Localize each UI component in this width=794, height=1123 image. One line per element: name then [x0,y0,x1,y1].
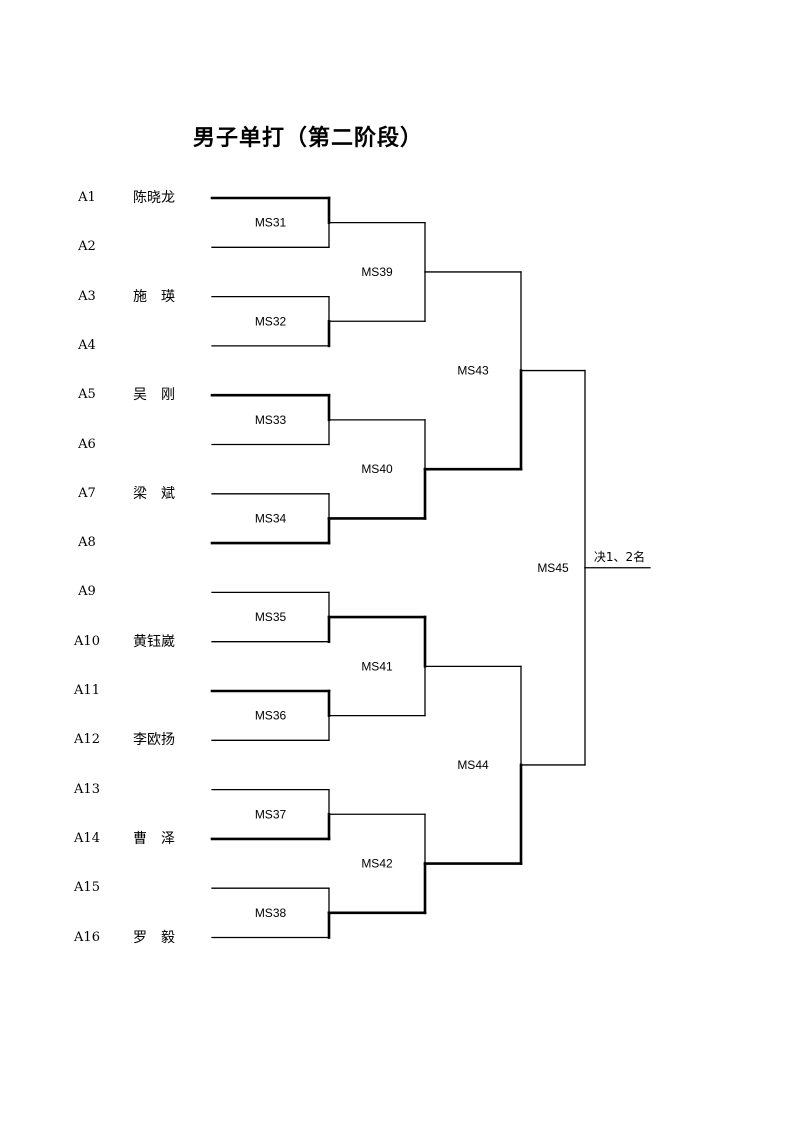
match-label: MS40 [361,462,393,476]
seed-label: A10 [74,633,100,649]
match-label: MS45 [537,561,569,575]
seed-label: A12 [74,732,100,748]
match-label: MS32 [255,314,287,328]
seed-label: A16 [74,929,100,945]
player-name: 梁 斌 [133,485,175,502]
seed-label: A1 [78,190,96,205]
player-name: 曹 泽 [133,830,175,847]
page-title: 男子单打（第二阶段） [193,126,424,151]
player-name: 施 瑛 [133,288,175,305]
seed-label: A14 [74,830,100,846]
match-label: MS33 [255,413,287,427]
match-label: MS34 [255,511,287,525]
player-name: 吴 刚 [133,387,175,404]
seed-label: A5 [78,387,96,403]
player-name: 陈晓龙 [133,190,175,206]
final-label: 决1、2名 [594,549,645,564]
seed-label: A11 [74,683,100,698]
seed-label: A7 [78,485,96,501]
player-name: 罗 毅 [133,929,175,946]
match-label: MS44 [457,758,489,772]
match-label: MS41 [361,659,393,673]
match-label: MS43 [457,364,489,378]
player-name: 黄钰崴 [133,633,175,650]
seed-label: A8 [78,535,96,551]
match-label: MS38 [255,906,287,920]
match-label: MS37 [255,807,287,821]
match-label: MS35 [255,610,287,624]
seed-label: A2 [78,239,96,255]
match-label: MS39 [361,265,393,279]
seed-label: A13 [74,781,100,797]
match-label: MS42 [361,857,393,871]
seed-label: A15 [74,880,100,896]
seed-label: A3 [78,288,96,304]
player-name: 李欧扬 [133,732,175,749]
seed-label: A9 [78,584,96,600]
match-label: MS31 [255,216,287,230]
seed-label: A6 [78,436,96,452]
seed-label: A4 [78,337,96,353]
match-label: MS36 [255,709,287,723]
